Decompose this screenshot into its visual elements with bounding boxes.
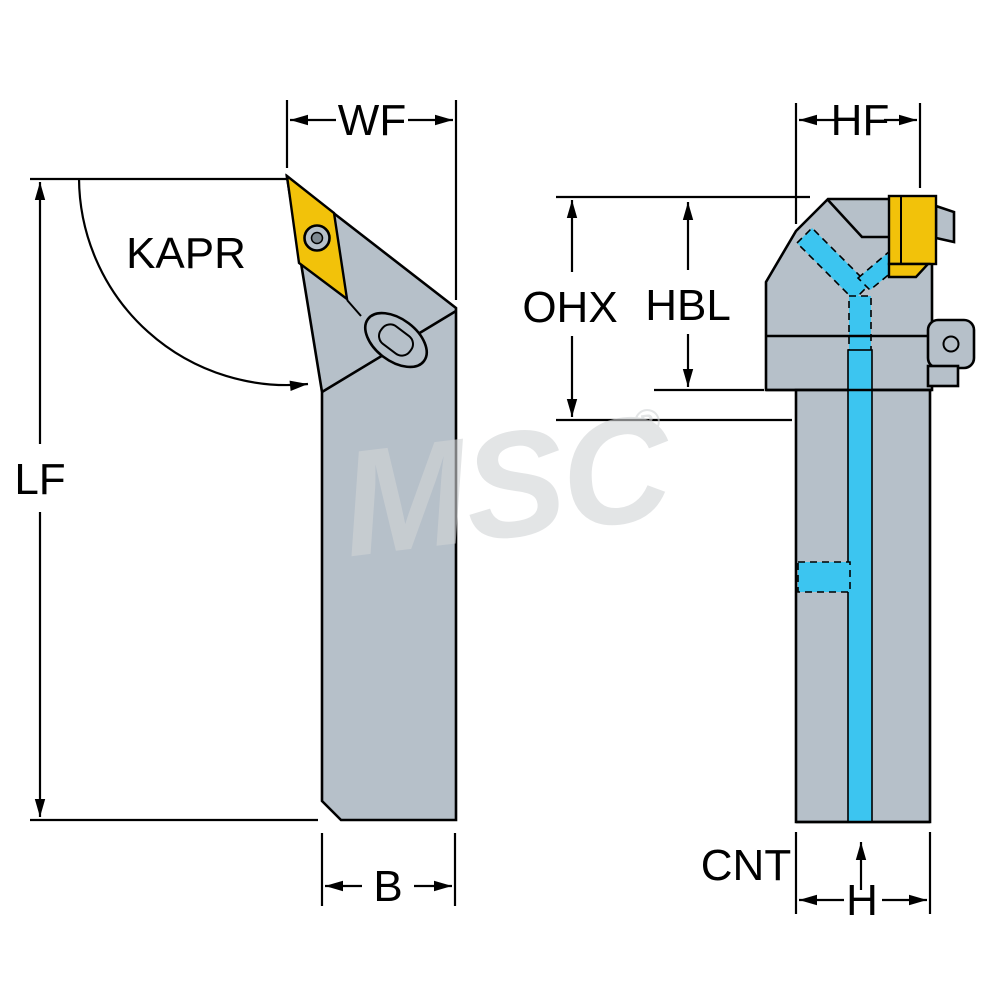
ohx-label: OHX	[522, 283, 617, 332]
insert-pocket-step	[934, 204, 956, 244]
dim-wf: WF	[285, 96, 458, 300]
insert-screw-hole	[310, 231, 324, 245]
coolant-connector	[848, 295, 872, 353]
lf-label: LF	[14, 455, 65, 504]
wf-label: WF	[338, 96, 406, 145]
front-view: KAPR WF LF B	[14, 96, 458, 911]
insert-tip-strip	[887, 262, 931, 279]
watermark-text: MSC	[332, 381, 682, 588]
clamp-pin-hole	[942, 335, 960, 353]
clamp-slot	[364, 311, 428, 369]
clamp-pin	[926, 318, 976, 388]
b-label: B	[373, 862, 402, 911]
coolant-main-channel	[847, 349, 873, 823]
insert-pocket-line	[346, 299, 362, 317]
cutting-insert-side	[887, 194, 938, 266]
dim-cnt: CNT	[701, 841, 867, 890]
dim-hf: HF	[794, 96, 922, 224]
clamp-pin-body	[926, 318, 976, 370]
coolant-channels	[795, 226, 911, 823]
clamp-pin-base	[926, 364, 960, 388]
kapr-label: KAPR	[126, 229, 246, 278]
dim-h: H	[794, 832, 932, 925]
cnt-label: CNT	[701, 841, 791, 890]
clamp-finger-line	[827, 199, 890, 239]
watermark: MSC ®	[332, 381, 682, 588]
hbl-label: HBL	[645, 281, 731, 330]
hf-label: HF	[831, 96, 890, 145]
side-view: HF OHX HBL H CNT	[522, 96, 976, 925]
kapr-angle-arc	[77, 177, 309, 391]
dim-hbl: HBL	[645, 202, 764, 392]
dim-lf: LF	[14, 182, 318, 822]
dim-b: B	[320, 833, 457, 911]
clamp-slot-outer	[364, 311, 428, 369]
coolant-side-port	[797, 561, 851, 593]
watermark-registered-mark: ®	[631, 400, 663, 444]
dim-kapr: KAPR	[30, 177, 309, 391]
dim-ohx: OHX	[522, 195, 810, 422]
clamp-slot-inner	[378, 323, 414, 357]
